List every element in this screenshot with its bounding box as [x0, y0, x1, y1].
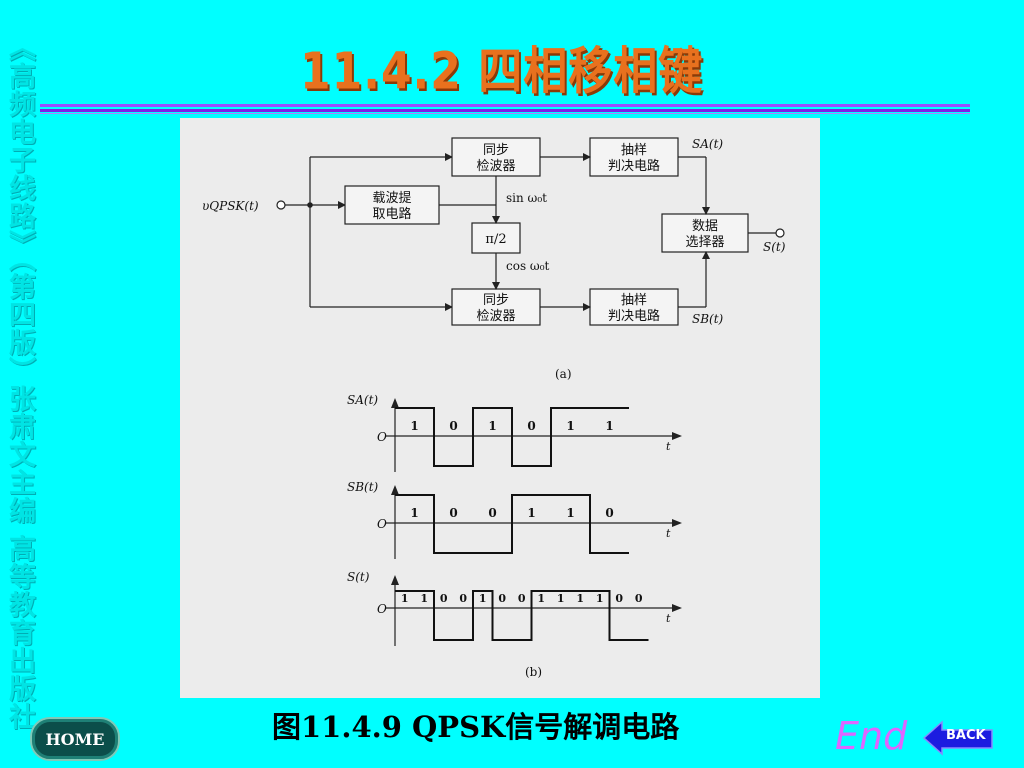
- bit-label: 0: [488, 506, 496, 520]
- book-side-title: 《高频电子线路》（第四版）张肃文主编 高等教育出版社: [4, 34, 35, 731]
- bit-label: 0: [498, 592, 506, 605]
- origin-label: O: [377, 602, 387, 616]
- waveform-1: 1 0 1 0 1 1 SA(t) Ot: [347, 393, 682, 472]
- sync-top-line1: 同步: [483, 143, 509, 158]
- signal-trace: [395, 590, 649, 641]
- input-label: υQPSK(t): [202, 199, 259, 213]
- cos-label: cos ω₀t: [506, 259, 550, 273]
- bit-label: 1: [420, 592, 428, 605]
- x-axis-arrow: [672, 519, 682, 527]
- bit-label: 0: [518, 592, 526, 605]
- sample-decision-top: [589, 137, 679, 177]
- signal-trace: [395, 407, 629, 467]
- out-label: S(t): [763, 240, 786, 254]
- origin-label: O: [377, 517, 387, 531]
- sample-top-line1: 抽样: [621, 143, 647, 158]
- bit-label: 1: [566, 419, 574, 433]
- sync-detector-bottom: [451, 288, 541, 326]
- bit-label: 1: [410, 506, 418, 520]
- back-arrow-icon: [922, 720, 993, 756]
- sync-bottom-line2: 检波器: [476, 309, 515, 324]
- y-axis-arrow: [391, 575, 399, 585]
- signal-labels: υQPSK(t) sin ω₀t cos ω₀t SA(t) SB(t) S(t…: [202, 137, 786, 381]
- origin-label: O: [377, 430, 387, 444]
- bit-label: 0: [635, 592, 643, 605]
- title-divider: [40, 104, 970, 107]
- bit-label: 0: [615, 592, 623, 605]
- bit-label: 1: [488, 419, 496, 433]
- part-a-label: (a): [555, 367, 572, 381]
- x-axis-arrow: [672, 432, 682, 440]
- block-labels: 同步 检波器 载波提 取电路 π/2 同步 检波器 抽样 判决电路 抽样 判决电…: [372, 143, 724, 324]
- time-axis-label: t: [666, 612, 671, 625]
- waveform-2: 1 0 0 1 1 0 SB(t) Ot: [347, 480, 682, 559]
- carrier-recovery-block: [344, 185, 440, 225]
- bit-label: 1: [479, 592, 487, 605]
- bit-label: 0: [449, 419, 457, 433]
- sync-detector-top: [451, 137, 541, 177]
- sin-label: sin ω₀t: [506, 191, 547, 205]
- slide-title: 11.4.2 四相移相键控: [300, 42, 704, 175]
- bit-label: 1: [410, 419, 418, 433]
- sample-decision-bottom: [589, 288, 679, 326]
- sa-label: SA(t): [692, 137, 723, 151]
- sync-top-line2: 检波器: [476, 159, 515, 174]
- phase-shift-block: [471, 222, 521, 254]
- waveform-label: S(t): [347, 570, 370, 584]
- bit-label: 1: [527, 506, 535, 520]
- sample-bottom-line2: 判决电路: [608, 308, 660, 324]
- carrier-line2: 取电路: [372, 206, 411, 222]
- y-axis-arrow: [391, 398, 399, 408]
- bit-label: 1: [537, 592, 545, 605]
- bit-label: 0: [605, 506, 613, 520]
- time-axis-label: t: [666, 527, 671, 540]
- bit-label: 1: [576, 592, 584, 605]
- figure-caption: 图11.4.9 QPSK信号解调电路: [272, 710, 680, 744]
- end-button[interactable]: End: [835, 714, 908, 758]
- bit-label: 0: [527, 419, 535, 433]
- time-axis-label: t: [666, 440, 671, 453]
- bit-label: 1: [566, 506, 574, 520]
- qpsk-diagram: 同步 检波器 载波提 取电路 π/2 同步 检波器 抽样 判决电路 抽样 判决电…: [202, 137, 786, 679]
- waveform-label: SB(t): [347, 480, 379, 494]
- x-axis-arrow: [672, 604, 682, 612]
- bit-label: 1: [401, 592, 409, 605]
- input-terminal: [276, 200, 286, 210]
- bit-label: 0: [449, 506, 457, 520]
- bit-label: 0: [459, 592, 467, 605]
- y-axis-arrow: [391, 485, 399, 495]
- back-button[interactable]: BACK: [922, 718, 994, 758]
- title-divider: [40, 109, 970, 112]
- qpsk-demodulator-figure: 同步 检波器 载波提 取电路 π/2 同步 检波器 抽样 判决电路 抽样 判决电…: [180, 118, 820, 698]
- block-diagram: [276, 137, 785, 326]
- output-terminal: [775, 228, 785, 238]
- bit-label: 1: [605, 419, 613, 433]
- selector-line2: 选择器: [685, 235, 724, 250]
- sample-bottom-line1: 抽样: [621, 293, 647, 308]
- bit-label: 0: [440, 592, 448, 605]
- bit-label: 1: [596, 592, 604, 605]
- sync-bottom-line1: 同步: [483, 293, 509, 308]
- home-label: HOME: [45, 729, 105, 749]
- selector-line1: 数据: [692, 219, 718, 234]
- bit-label: 1: [557, 592, 565, 605]
- sample-top-line2: 判决电路: [608, 158, 660, 174]
- signal-trace: [395, 494, 629, 554]
- back-label: BACK: [946, 728, 986, 743]
- part-b-label: (b): [525, 665, 542, 679]
- carrier-line1: 载波提: [372, 190, 411, 206]
- phase-label: π/2: [485, 232, 506, 247]
- home-button[interactable]: HOME: [30, 717, 120, 761]
- sb-label: SB(t): [692, 312, 724, 326]
- title-divider: [40, 113, 970, 114]
- waveform-label: SA(t): [347, 393, 378, 407]
